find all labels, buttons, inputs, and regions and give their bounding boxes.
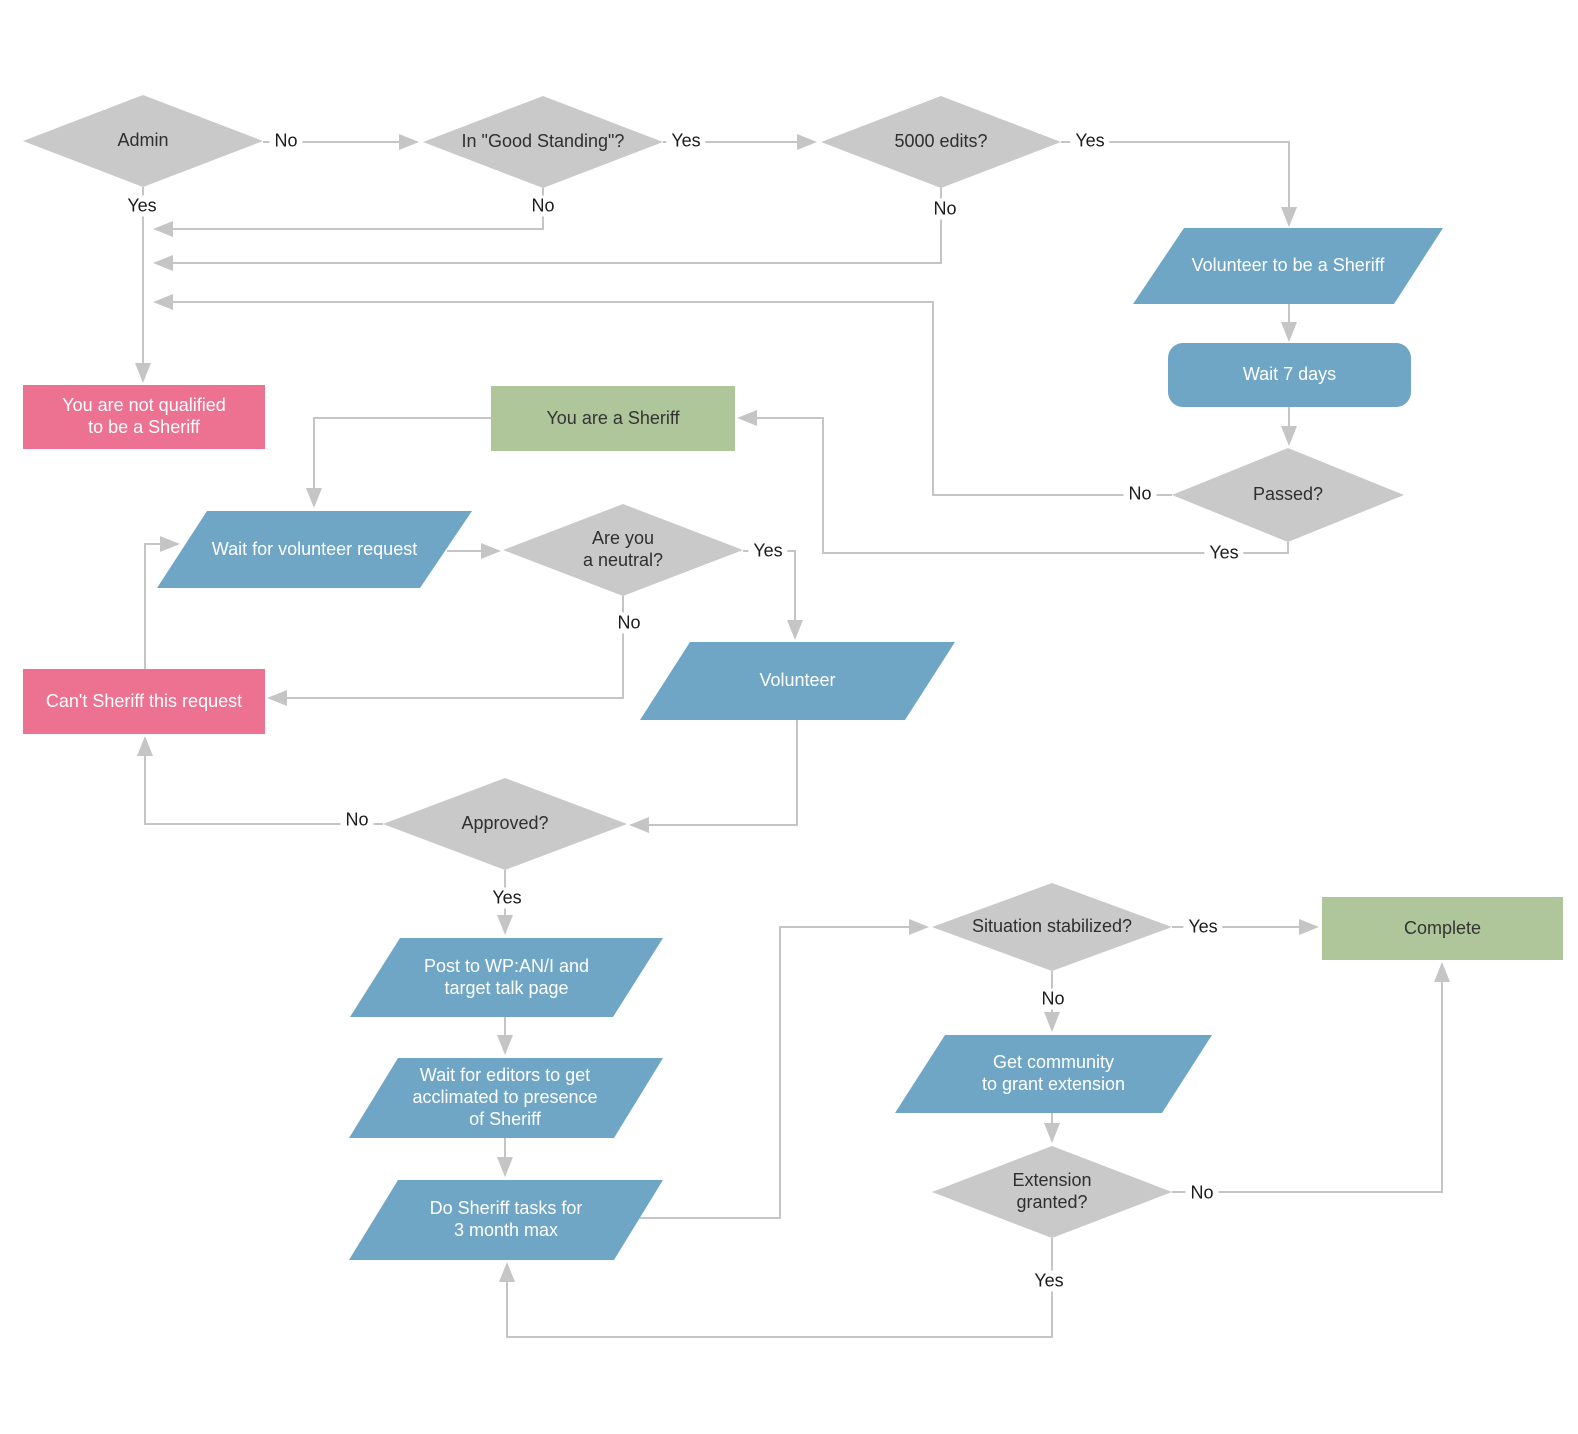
edge-neutral-yes — [743, 550, 803, 640]
node-wait-7-days — [1168, 343, 1411, 407]
edge-edits-no — [153, 188, 942, 271]
edge-passed-yes — [737, 410, 1289, 554]
edge-extension-no — [1172, 962, 1450, 1193]
node-passed-diamond — [1172, 448, 1404, 542]
node-approved-diamond — [383, 778, 627, 870]
edge-neutral-no — [267, 596, 624, 706]
edge-do-tasks-to-situation — [640, 919, 929, 1219]
edge-volunteer-to-approved — [629, 720, 798, 833]
node-extension-granted-diamond — [932, 1146, 1172, 1238]
node-volunteer — [640, 642, 955, 720]
node-get-community-extension — [895, 1035, 1212, 1113]
node-admin-diamond — [23, 95, 263, 187]
node-are-you-neutral-diamond — [503, 504, 743, 596]
node-post-to-wp-ani — [350, 938, 663, 1017]
node-good-standing-diamond — [423, 96, 663, 188]
node-complete — [1322, 897, 1563, 960]
edge-approved-no — [137, 736, 383, 825]
edge-good-standing-no — [153, 188, 544, 237]
node-not-qualified — [23, 385, 265, 449]
node-you-are-a-sheriff — [491, 386, 735, 451]
edge-edits-yes — [1061, 141, 1297, 227]
edge-passed-no — [153, 294, 1172, 496]
node-5000-edits-diamond — [821, 96, 1061, 188]
node-volunteer-to-be-sheriff — [1133, 228, 1443, 304]
edge-sheriff-to-wait-volunteer — [306, 417, 491, 508]
edge-cant-sheriff-to-wait-volunteer — [144, 536, 180, 669]
node-situation-stabilized-diamond — [932, 883, 1172, 971]
node-wait-for-editors — [349, 1058, 663, 1138]
node-do-sheriff-tasks — [349, 1180, 663, 1260]
node-wait-for-volunteer-request — [157, 511, 472, 588]
node-cant-sheriff-request — [23, 669, 265, 734]
